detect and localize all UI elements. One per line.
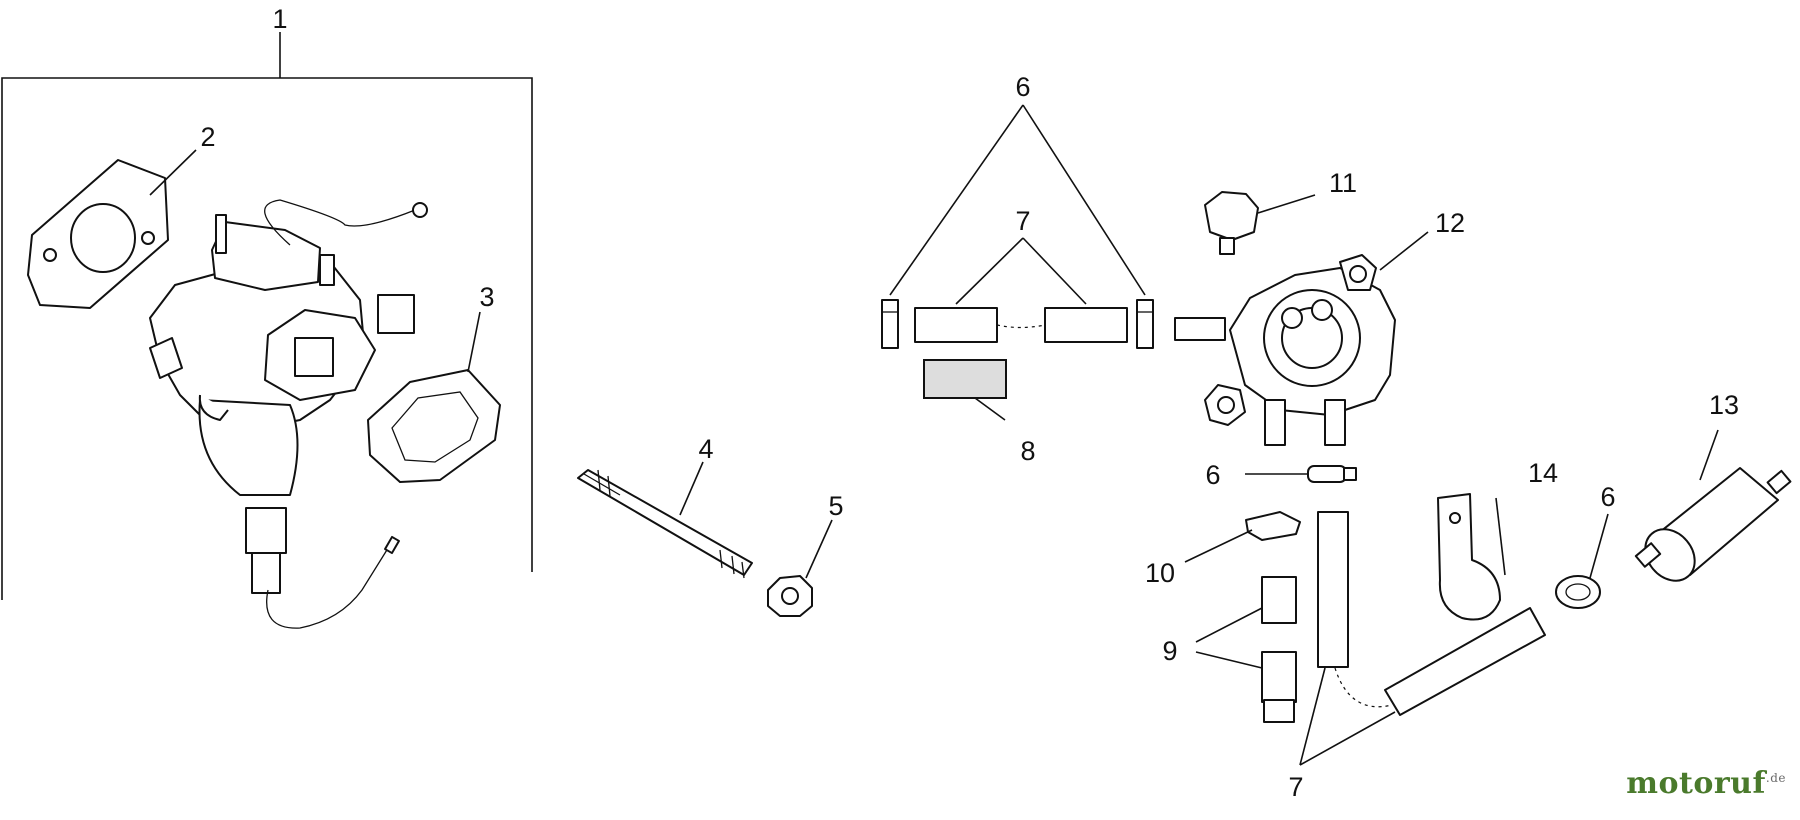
callout-7-top: 7 xyxy=(1015,206,1030,236)
leader-lines xyxy=(149,104,1719,766)
part-6-clamp-mid xyxy=(1307,465,1357,483)
watermark-logo: motoruf.de xyxy=(1626,766,1786,801)
callout-10: 10 xyxy=(1145,558,1175,588)
callout-5: 5 xyxy=(828,491,843,521)
callouts: 1 2 3 4 5 6 7 8 11 12 6 10 9 14 6 13 7 xyxy=(200,4,1739,802)
part-7-hose-vertical xyxy=(1317,511,1349,668)
callout-7-bottom: 7 xyxy=(1288,772,1303,802)
callout-12: 12 xyxy=(1435,208,1465,238)
part-12-fuel-pump xyxy=(1174,254,1396,446)
part-13-fuel-filter xyxy=(1634,467,1792,582)
part-5-nut xyxy=(767,575,813,617)
callout-2: 2 xyxy=(200,122,215,152)
part-14-p-clamp xyxy=(1437,493,1501,621)
part-11-cap xyxy=(1204,191,1259,255)
callout-6-top: 6 xyxy=(1015,72,1030,102)
part-4-stud xyxy=(577,469,753,579)
part-3-gasket xyxy=(367,369,501,483)
fitting-right xyxy=(1136,299,1154,349)
watermark-brand: motoruf xyxy=(1626,766,1766,801)
callout-6-right: 6 xyxy=(1600,482,1615,512)
callout-8: 8 xyxy=(1020,436,1035,466)
callout-6-mid: 6 xyxy=(1205,460,1220,490)
part-7-hose-diagonal xyxy=(1334,607,1546,716)
callout-11: 11 xyxy=(1329,168,1357,198)
callout-9: 9 xyxy=(1162,636,1177,666)
callout-14: 14 xyxy=(1528,458,1558,488)
part-2-gasket xyxy=(27,159,169,309)
callout-13: 13 xyxy=(1709,390,1739,420)
part-9-adapter-bottom xyxy=(1261,651,1297,723)
part-7-hose-top xyxy=(914,307,1128,343)
part-8-filter-pad xyxy=(923,359,1007,399)
callout-1: 1 xyxy=(272,4,287,34)
callout-3: 3 xyxy=(479,282,494,312)
callout-4: 4 xyxy=(698,434,713,464)
part-6-hose-clamp xyxy=(1555,575,1601,609)
part-10-clip xyxy=(1245,511,1301,541)
part-1-carburetor xyxy=(149,199,428,629)
assembly-bracket xyxy=(1,32,533,600)
fitting-left xyxy=(881,299,899,349)
part-9-adapter-top xyxy=(1261,576,1297,624)
watermark-tld: .de xyxy=(1765,771,1786,785)
